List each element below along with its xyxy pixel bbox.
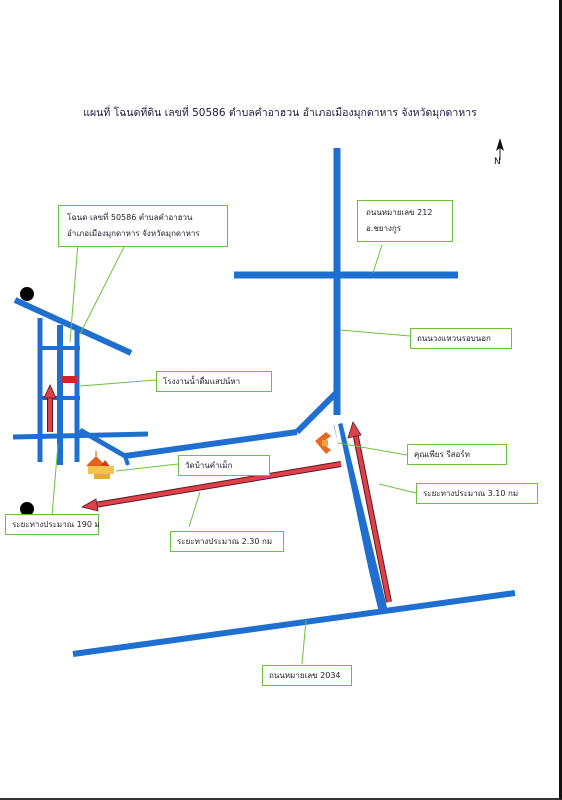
temple-callout: วัดบ้านคำเม็ก bbox=[178, 455, 270, 476]
highway212-callout: ถนนหมายเลข 212 อ.ชยางกูร bbox=[357, 200, 453, 242]
location-dot-top bbox=[20, 287, 34, 301]
route-arrow-ring bbox=[80, 461, 342, 512]
highway212-line-1: ถนนหมายเลข 212 bbox=[366, 208, 433, 217]
map-title: แผนที่ โฉนดที่ดิน เลขที่ 50586 ตำบลคำอาฮ… bbox=[83, 107, 477, 119]
water-factory-callout: โรงงานน้ำดื่มแสปน์หา bbox=[156, 371, 272, 392]
road-ring-diagonal bbox=[294, 389, 340, 435]
north-label: N bbox=[494, 157, 501, 167]
resort-callout: คุณเพียร รีสอร์ท bbox=[407, 444, 507, 465]
route-arrow-resort bbox=[347, 421, 392, 603]
north-arrow-icon bbox=[496, 138, 504, 160]
ring-road-callout: ถนนวงแหวนรอบนอก bbox=[410, 328, 512, 349]
road-resort-east bbox=[333, 422, 388, 612]
distance-230-callout: ระยะทางประมาณ 2.30 กม bbox=[170, 531, 284, 552]
factory-marker bbox=[62, 376, 77, 383]
resort-icon bbox=[315, 432, 331, 454]
deed-callout: โฉนด เลขที่ 50586 ตำบลคำอาฮวน อำเภอเมือง… bbox=[58, 205, 228, 247]
highway212-line-2: อ.ชยางกูร bbox=[366, 224, 402, 233]
route-arrow-village bbox=[43, 384, 57, 432]
road-highway-2034 bbox=[72, 590, 516, 657]
leader-lines bbox=[51, 242, 417, 665]
location-dot-bottom bbox=[20, 502, 34, 516]
road-village-link bbox=[78, 427, 127, 459]
route-arrows bbox=[43, 384, 392, 603]
distance-190-callout: ระยะทางประมาณ 190 ม bbox=[5, 514, 100, 535]
road-village-diagonal bbox=[13, 297, 133, 356]
temple-icon bbox=[86, 451, 114, 479]
road-village-h3 bbox=[12, 431, 149, 440]
road-resort-west bbox=[334, 423, 377, 611]
road-ring-west bbox=[124, 429, 298, 459]
deed-line-2: อำเภอเมืองมุกดาหาร จังหวัดมุกดาหาร bbox=[67, 229, 200, 238]
highway2034-callout: ถนนหมายเลข 2034 bbox=[262, 665, 352, 686]
distance-310-callout: ระยะทางประมาณ 3.10 กม bbox=[416, 483, 538, 504]
deed-line-1: โฉนด เลขที่ 50586 ตำบลคำอาฮวน bbox=[67, 213, 193, 222]
road-village-spur bbox=[123, 455, 130, 466]
